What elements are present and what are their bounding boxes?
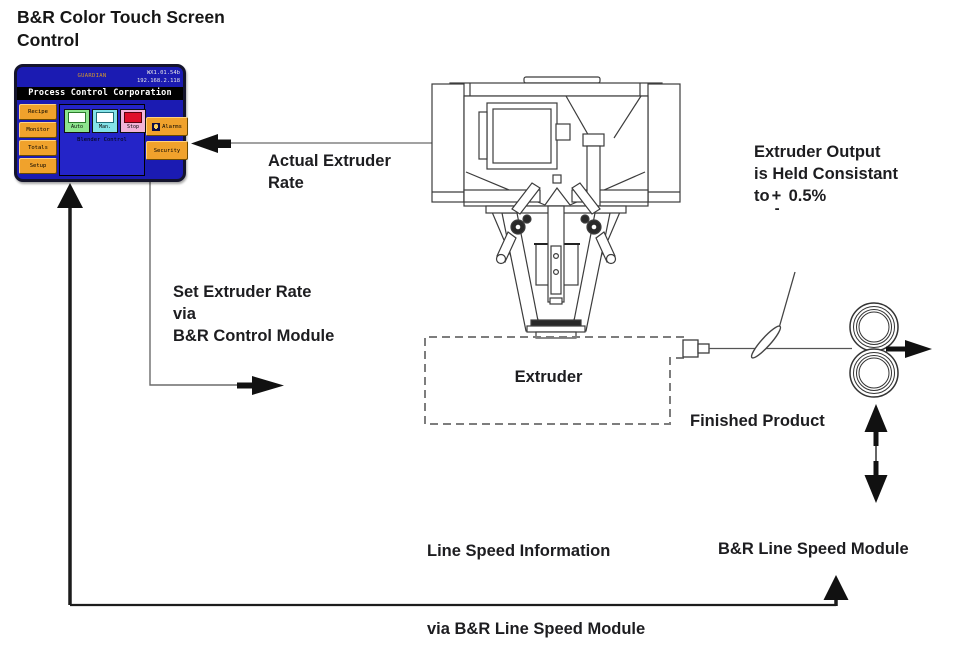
stop-mode-button[interactable]: Stop bbox=[120, 109, 146, 133]
setup-button[interactable]: Setup bbox=[19, 158, 57, 174]
line-speed-connector bbox=[57, 183, 849, 607]
security-button[interactable]: Security bbox=[146, 141, 188, 160]
stop-label: Stop bbox=[126, 124, 140, 130]
auto-mode-button[interactable]: Auto bbox=[64, 109, 90, 133]
totals-button[interactable]: Totals bbox=[19, 140, 57, 156]
manual-label: Man. bbox=[98, 124, 112, 130]
nip-rollers bbox=[849, 302, 899, 398]
line-speed-double-arrow bbox=[864, 404, 888, 503]
output-line3: to+- 0.5% bbox=[754, 185, 898, 217]
monitor-button[interactable]: Monitor bbox=[19, 122, 57, 138]
set-rate-connector bbox=[149, 182, 284, 395]
actual-rate-line2: Rate bbox=[268, 174, 304, 192]
alarms-label: Alarms bbox=[162, 123, 182, 130]
set-rate-line2: via bbox=[173, 305, 196, 323]
alarms-button[interactable]: Alarms bbox=[146, 117, 188, 136]
blender-machine-drawing bbox=[431, 76, 681, 339]
screen-body: Recipe Monitor Totals Setup Auto Man. St… bbox=[17, 100, 188, 179]
via-line-speed-label: via B&R Line Speed Module bbox=[427, 620, 646, 638]
plus-minus-symbol: +- bbox=[771, 187, 782, 217]
auto-indicator bbox=[68, 112, 86, 123]
line-speed-info-label: Line Speed Information bbox=[427, 542, 611, 560]
screen-version-block: WX1.01.54b 192.168.2.118 bbox=[137, 69, 180, 85]
screen-company-header: Process Control Corporation bbox=[17, 87, 183, 100]
set-rate-line3: B&R Control Module bbox=[173, 327, 335, 345]
actual-rate-line1: Actual Extruder bbox=[268, 152, 391, 170]
screen-version: WX1.01.54b bbox=[146, 70, 180, 76]
output-prefix: to bbox=[754, 187, 770, 205]
strand-and-blade bbox=[709, 271, 852, 359]
actual-rate-connector bbox=[191, 134, 433, 153]
extruder-output-label: Extruder Output is Held Consistant to+- 0… bbox=[754, 141, 898, 217]
auto-label: Auto bbox=[70, 124, 84, 130]
manual-mode-button[interactable]: Man. bbox=[92, 109, 118, 133]
set-rate-label: Set Extruder Rate via B&R Control Module bbox=[173, 281, 334, 347]
page-title: B&R Color Touch Screen Control bbox=[17, 6, 225, 52]
touch-screen-panel: GUARDIAN WX1.01.54b 192.168.2.118 Proces… bbox=[14, 64, 188, 182]
manual-indicator bbox=[96, 112, 114, 123]
output-line1: Extruder Output bbox=[754, 143, 881, 161]
output-value: 0.5% bbox=[788, 187, 827, 205]
blender-control-label: Blender Control bbox=[77, 137, 127, 143]
screen-status-title: GUARDIAN bbox=[77, 73, 107, 79]
product-out-arrow bbox=[886, 340, 932, 358]
set-rate-line1: Set Extruder Rate bbox=[173, 283, 312, 301]
screen-status-bar: GUARDIAN WX1.01.54b 192.168.2.118 bbox=[17, 67, 183, 87]
page-title-line2: Control bbox=[17, 30, 80, 50]
screen-ip-address: 192.168.2.118 bbox=[136, 78, 180, 84]
page-title-line1: B&R Color Touch Screen bbox=[17, 7, 225, 27]
security-label: Security bbox=[153, 147, 181, 154]
stop-indicator bbox=[124, 112, 142, 123]
blender-control-panel: Auto Man. Stop Blender Control bbox=[59, 104, 146, 176]
alarm-bell-icon bbox=[152, 122, 161, 131]
actual-rate-label: Actual Extruder Rate bbox=[268, 150, 391, 194]
line-speed-module-label: B&R Line Speed Module bbox=[718, 540, 909, 558]
recipe-button[interactable]: Recipe bbox=[19, 104, 57, 120]
output-line2: is Held Consistant bbox=[754, 165, 898, 183]
extruder-label: Extruder bbox=[514, 368, 583, 386]
finished-product-label: Finished Product bbox=[690, 412, 825, 430]
